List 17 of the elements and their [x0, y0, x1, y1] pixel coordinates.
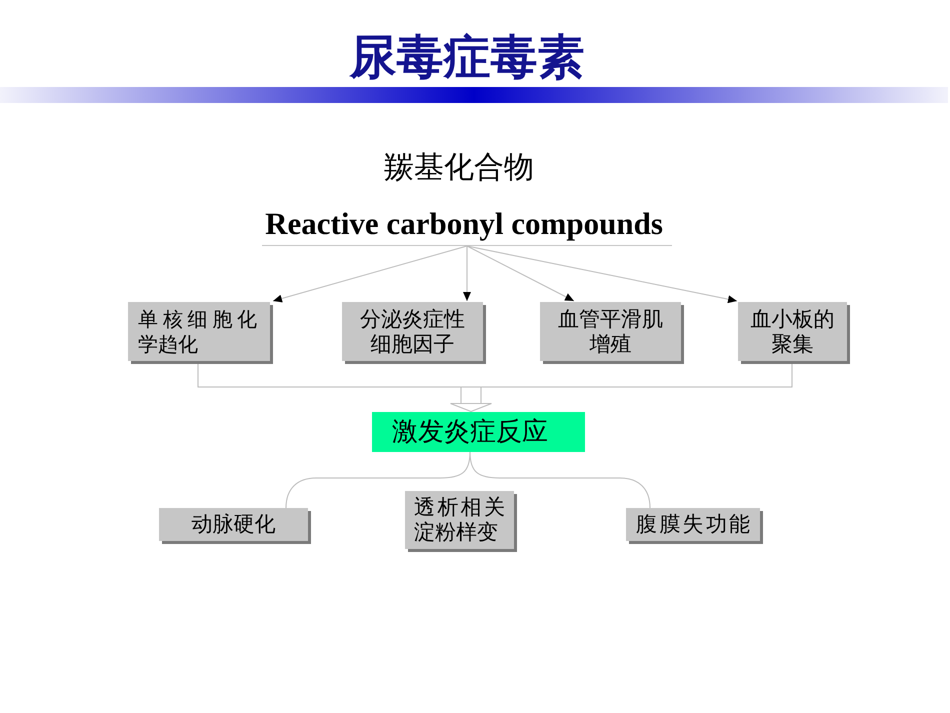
process-box: 血管平滑肌增殖: [540, 302, 681, 361]
process-box: 动脉硬化: [159, 508, 308, 541]
heading-text: 羰基化合物: [384, 149, 534, 187]
arrow: [466, 246, 574, 302]
process-box: 血小板的聚集: [738, 302, 847, 361]
bracket-arrow: [198, 364, 792, 412]
arrow: [463, 246, 471, 302]
arrow: [466, 246, 738, 304]
process-box: 腹膜失功能: [626, 508, 760, 541]
process-box: 透析相关淀粉样变: [405, 491, 514, 549]
process-box: 分泌炎症性细胞因子: [342, 302, 483, 361]
connector-line: [470, 452, 650, 508]
title: 尿毒症毒素: [350, 30, 584, 86]
heading-text: Reactive carbonyl compounds: [265, 206, 663, 242]
arrow: [272, 246, 468, 302]
process-box: 单核细胞化学趋化: [128, 302, 270, 361]
highlight-box: 激发炎症反应: [372, 412, 585, 452]
